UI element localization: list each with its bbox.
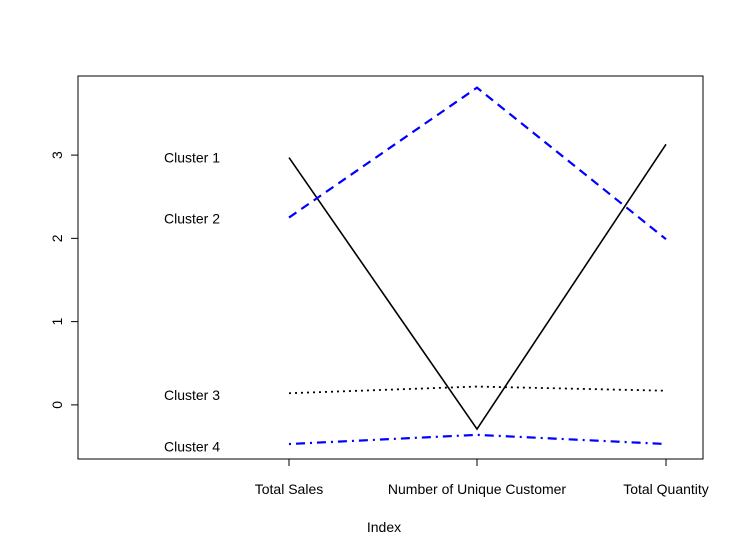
annotation-cluster-1: Cluster 1 [164,150,220,166]
annotation-cluster-3: Cluster 3 [164,387,220,403]
series-layer [288,86,667,446]
series-line-1 [288,143,667,431]
series-line-4 [288,433,667,446]
y-tick-label: 1 [49,318,65,326]
x-tick-label: Total Sales [255,481,323,497]
series-line-2 [288,86,667,241]
y-tick-label: 2 [49,234,65,242]
annotation-layer: Cluster 1 Cluster 2 Cluster 3 Cluster 4 [164,150,220,455]
x-tick-label: Total Quantity [623,481,709,497]
x-axis-title: Index [367,519,401,535]
annotation-cluster-4: Cluster 4 [164,439,220,455]
y-tick-label: 0 [49,401,65,409]
x-axis: Total Sales Number of Unique Customer Tota… [255,459,709,497]
y-tick-label: 3 [49,151,65,159]
annotation-cluster-2: Cluster 2 [164,210,220,226]
plot-frame [77,75,704,460]
y-axis: 0 1 2 3 [49,151,78,409]
series-line-3 [288,385,667,395]
x-tick-label: Number of Unique Customer [388,481,567,497]
